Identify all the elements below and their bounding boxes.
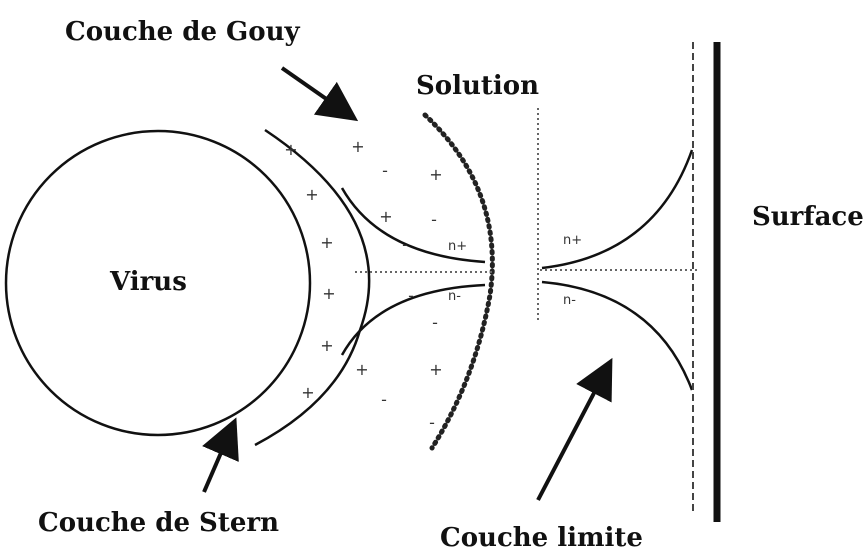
plus-sign: + [429, 360, 442, 379]
stern-layer-arc [254, 128, 371, 447]
gouy-layer-label: Couche de Gouy [65, 17, 300, 47]
n-minus-curve-left [340, 283, 486, 356]
n-minus-label-right: n- [563, 293, 576, 308]
minus-sign: - [431, 210, 437, 229]
minus-sign: - [408, 286, 414, 305]
plus-sign: + [355, 360, 368, 379]
plus-sign: + [322, 284, 335, 303]
plus-sign: + [301, 383, 314, 402]
virus-label: Virus [109, 267, 187, 297]
n-plus-label-left: n+ [448, 239, 467, 254]
plus-signs: + + + + + + + + + + + [284, 137, 442, 402]
plus-sign: + [429, 165, 442, 184]
n-minus-label-left: n- [448, 289, 461, 304]
solution-label: Solution [416, 71, 539, 101]
minus-sign: - [381, 390, 387, 409]
plus-sign: + [320, 233, 333, 252]
n-plus-curve-right [541, 149, 694, 270]
virus-circle [4, 129, 312, 437]
minus-sign: - [382, 161, 388, 180]
plus-sign: + [320, 336, 333, 355]
minus-signs: - - - - - - - [381, 161, 438, 432]
surface-label: Surface [752, 202, 864, 232]
minus-sign: - [432, 313, 438, 332]
minus-sign: - [429, 413, 435, 432]
gouy-arrow [280, 66, 359, 122]
boundary-layer-label: Couche limite [440, 523, 643, 551]
plus-sign: + [379, 207, 392, 226]
n-plus-label-right: n+ [563, 233, 582, 248]
plus-sign: + [305, 185, 318, 204]
n-minus-curve-right [541, 280, 694, 391]
plus-sign: + [284, 140, 297, 159]
n-plus-curve-left [340, 187, 486, 264]
gouy-layer-dotted-arc [422, 112, 495, 451]
stern-layer-label: Couche de Stern [38, 508, 279, 538]
minus-sign: - [402, 235, 408, 254]
plus-sign: + [351, 137, 364, 156]
stern-arrow [202, 417, 239, 493]
limite-arrow [536, 357, 613, 501]
